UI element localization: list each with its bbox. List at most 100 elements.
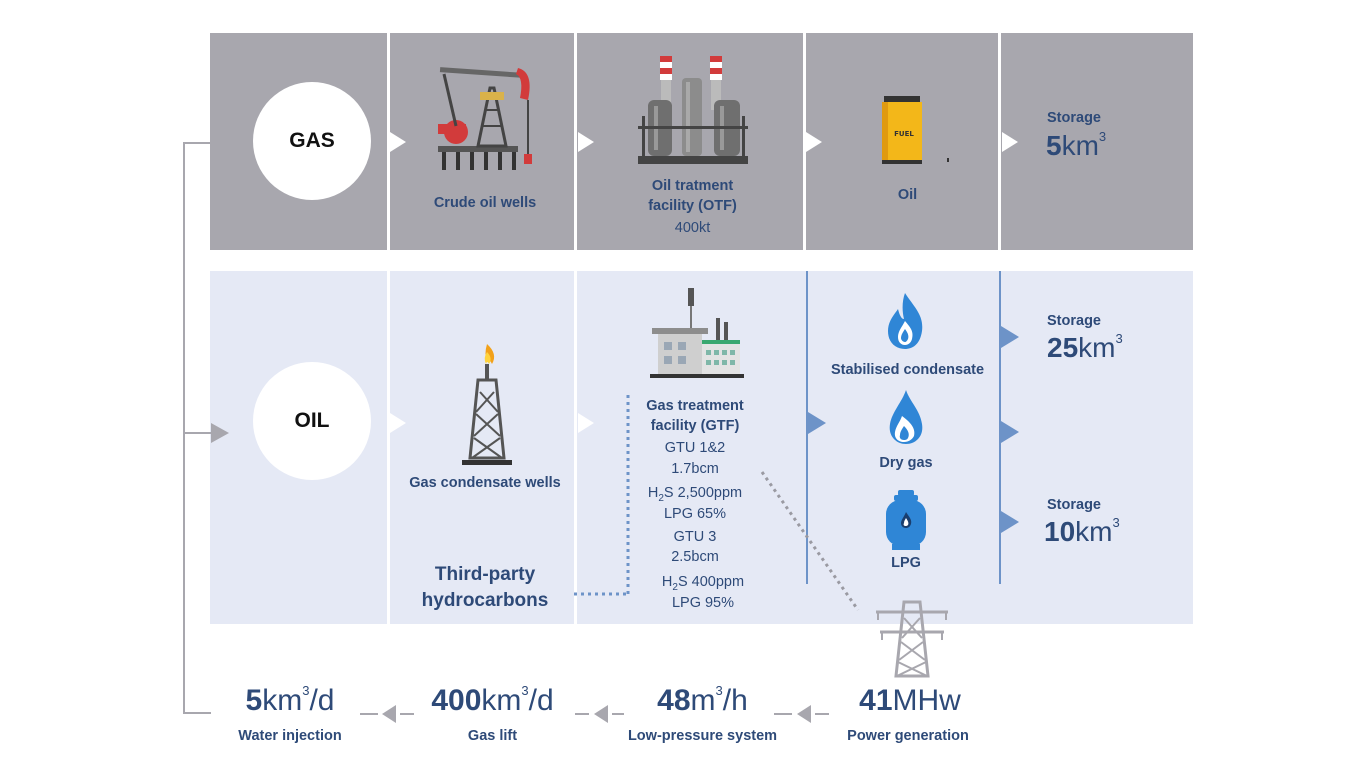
gas-storage-label: Storage: [1047, 110, 1101, 126]
oil-product-label: Oil: [897, 187, 918, 203]
oil-storage-bottom-exp: 3: [1112, 514, 1120, 530]
third-party-label: Third-party hydrocarbons: [395, 562, 575, 614]
gtu3-label: GTU 3: [673, 529, 717, 545]
bracket-top: [183, 142, 211, 144]
gtf-label: Gas treatment facility (GTF): [620, 396, 770, 436]
lpg-cylinder-icon: [886, 490, 926, 550]
gas-divider-3: [803, 33, 806, 250]
bottom-dash-2a: [575, 713, 589, 715]
gas-divider-4: [998, 33, 1001, 250]
gas-lift-label: Gas lift: [467, 728, 518, 744]
gas-storage-exp: 3: [1098, 128, 1107, 144]
bracket-middle: [183, 432, 211, 434]
bottom-arrow-2: [594, 705, 608, 723]
dry-gas-flame-icon: [889, 390, 923, 444]
gas-arrow-1: [390, 132, 406, 152]
gtu12-capacity: 1.7bcm: [671, 461, 719, 477]
stabilised-condensate-flame-icon: [888, 293, 923, 349]
gas-arrow-2: [578, 132, 594, 152]
otf-capacity: 400kt: [674, 220, 711, 236]
power-value: 41MHw: [830, 684, 990, 718]
low-pressure-unit: m: [690, 684, 716, 717]
power-label: Power generation: [847, 728, 969, 744]
fuel-can-text: FUEL: [894, 130, 914, 138]
third-party-line1: Third-party: [434, 564, 536, 585]
lpg-1: LPG 65%: [663, 506, 727, 522]
flare-tower-icon: [462, 344, 512, 465]
bottom-dash-3a: [774, 713, 792, 715]
gas-condensate-wells-label: Gas condensate wells: [409, 475, 561, 491]
oil-arrow-2: [578, 413, 594, 433]
oil-arrow-storage-top: [1001, 326, 1019, 348]
oil-divider-blue-1: [806, 271, 808, 584]
oil-storage-bottom-unit: km: [1075, 516, 1113, 547]
gtf-label-line1: Gas treatment: [646, 398, 744, 414]
gas-storage-unit: km: [1061, 130, 1099, 161]
oil-storage-top-exp: 3: [1115, 330, 1123, 346]
oil-storage-bottom-value: 10km3: [1044, 514, 1120, 548]
power-number: 41: [859, 684, 893, 717]
oil-storage-bottom-number: 10: [1044, 516, 1076, 547]
third-party-line2: hydrocarbons: [421, 590, 549, 611]
low-pressure-exp: 3: [715, 683, 723, 698]
lpg-2: LPG 95%: [671, 595, 735, 611]
oil-arrow-1: [390, 413, 406, 433]
bottom-arrow-1: [382, 705, 396, 723]
oil-storage-bottom-label: Storage: [1047, 497, 1101, 513]
h2s-2: H2S 400ppm: [628, 572, 778, 598]
bracket-bottom: [183, 712, 211, 714]
gas-circle: GAS: [253, 82, 371, 200]
h2s-2-a: H: [661, 574, 673, 590]
low-pressure-label: Low-pressure system: [627, 728, 778, 744]
gas-circle-label: GAS: [289, 129, 335, 152]
bottom-dash-1a: [360, 713, 378, 715]
bottom-dash-2b: [612, 713, 624, 715]
low-pressure-suffix: /h: [722, 684, 748, 717]
fuel-can-icon: FUEL: [882, 96, 949, 164]
water-injection-unit: km: [262, 684, 303, 717]
h2s-2-b: S 400ppm: [677, 574, 745, 590]
h2s-1-b: S 2,500ppm: [663, 485, 743, 501]
gas-storage-value: 5km3: [1046, 128, 1107, 162]
oil-circle: OIL: [253, 362, 371, 480]
gas-lift-number: 400: [431, 684, 482, 717]
gas-lift-suffix: /d: [528, 684, 554, 717]
bracket-vertical: [183, 142, 185, 714]
power-unit: MHw: [892, 684, 961, 717]
oil-circle-label: OIL: [294, 409, 330, 432]
gas-divider-2: [574, 33, 577, 250]
lpg-label: LPG: [891, 555, 921, 571]
bottom-arrow-3: [797, 705, 811, 723]
water-injection-number: 5: [245, 684, 263, 717]
gas-storage-number: 5: [1046, 130, 1062, 161]
dotted-connectors: [574, 394, 860, 611]
water-injection-label: Water injection: [238, 728, 342, 744]
pump-jack-icon: [438, 67, 532, 170]
h2s-1-sub: 2: [658, 492, 664, 504]
power-pylon-icon: [876, 600, 948, 678]
oil-arrow-3: [808, 412, 826, 434]
oil-storage-top-number: 25: [1047, 332, 1079, 363]
h2s-1: H2S 2,500ppm: [620, 483, 770, 509]
water-injection-value: 5km3/d: [210, 683, 370, 718]
bottom-dash-3b: [815, 713, 829, 715]
stabilised-condensate-label: Stabilised condensate: [830, 362, 985, 378]
refinery-icon: [638, 56, 748, 164]
otf-label-line2: facility (OTF): [648, 198, 737, 214]
gas-lift-exp: 3: [521, 683, 529, 698]
oil-divider-2: [574, 271, 577, 624]
gas-arrow-4: [1002, 132, 1018, 152]
bracket-arrow: [211, 423, 229, 443]
h2s-1-a: H: [647, 485, 659, 501]
bottom-dash-1b: [400, 713, 414, 715]
water-injection-exp: 3: [302, 683, 310, 698]
gtu12-label: GTU 1&2: [664, 440, 726, 456]
oil-arrow-middle: [1001, 421, 1019, 443]
oil-storage-top-value: 25km3: [1047, 330, 1123, 364]
oil-storage-top-unit: km: [1078, 332, 1116, 363]
water-injection-suffix: /d: [309, 684, 335, 717]
gas-factory-icon: [650, 288, 744, 378]
gtu3-capacity: 2.5bcm: [671, 549, 719, 565]
crude-oil-wells-label: Crude oil wells: [433, 195, 537, 211]
low-pressure-number: 48: [657, 684, 691, 717]
